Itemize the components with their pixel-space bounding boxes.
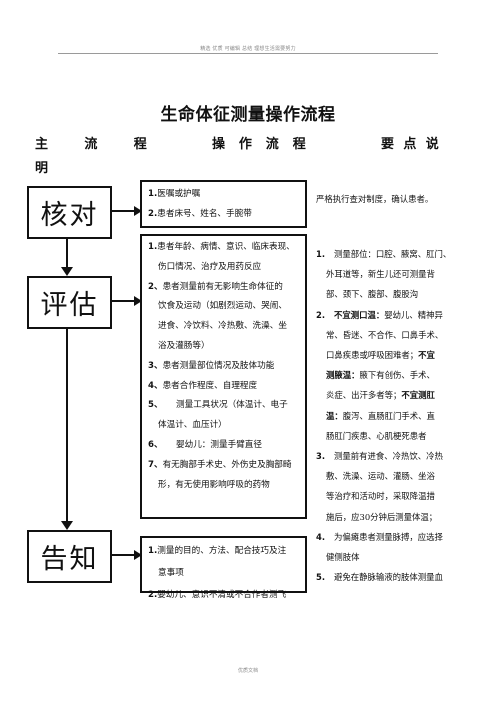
connector-inform-steps [110,554,137,556]
connector-verify-steps [110,210,137,212]
flow-box-verify: 核对 [27,186,112,239]
keypoint-continuation: 外耳道等，新生儿还可测量背 [326,269,435,280]
list-item-continuation: 形，有无使用影响呼吸的药物 [158,479,270,490]
keypoint-item: 4.为偏瘫患者测量脉搏，应选择 [316,531,443,542]
keypoint-continuation: 温：腹泻、直肠肛门手术、直 [326,410,435,421]
list-item-continuation: 意事项 [158,568,184,578]
keypoint-continuation: 测腋温：腋下有创伤、手术、 [326,370,435,381]
right-arrow-icon [134,550,142,560]
page-header-text: 精选 优质 可编辑 总结 理想生活需要努力 [200,46,296,52]
list-item: 1.测量的目的、方法、配合技巧及注 [148,546,287,556]
assess-steps-box: 1.患者年龄、病情、意识、临床表现、 伤口情况、治疗及用药反应 2、患者测量前有… [140,234,307,519]
document-title: 生命体征测量操作流程 [160,105,336,125]
column-heading-main: 主流程 [35,137,147,152]
list-item-continuation: 进食、冷饮料、冷热敷、洗澡、坐 [158,321,287,332]
list-item: 3、患者测量部位情况及肢体功能 [148,360,275,371]
verify-note: 严格执行查对制度，确认患者。 [316,194,434,204]
keypoint-continuation: 肠肛门疾患、心肌梗死患者 [326,430,427,441]
down-arrow-icon [61,521,73,530]
keypoint-item: 1.测量部位：口腔、腋窝、肛门、 [316,249,452,259]
list-item: 2、患者测量前有无影响生命体征的 [148,281,283,292]
list-item: 6、婴幼儿：测量手臂直径 [148,439,262,450]
keypoint-item: 2.不宜测口温：婴幼儿、精神异 [316,309,443,320]
flow-box-inform: 告知 [27,530,112,583]
list-item-continuation: 体温计、血压计） [158,420,227,431]
list-item: 5、测量工具状况（体温计、电子 [148,400,288,411]
keypoint-continuation: 炎症、出汗多者等；不宜测肛 [326,390,435,401]
header-rule [58,53,438,54]
keypoint-continuation: 健侧肢体 [326,552,360,563]
keypoint-continuation: 敷、洗澡、运动、灌肠、坐浴 [326,471,435,482]
keypoint-continuation: 等治疗和活动时，采取降温措 [326,491,435,502]
keypoint-continuation: 口鼻疾患或呼吸困难者；不宜 [326,350,435,361]
keypoint-item: 3.测量前有进食、冷热饮、冷热 [316,451,443,462]
inform-steps-box: 1.测量的目的、方法、配合技巧及注 意事项 2.婴幼儿、意识不清或不合作者测飞 [140,536,307,600]
keypoint-continuation: 部、颈下、腹部、腹股沟 [326,289,419,300]
down-arrow-icon [61,267,73,276]
right-arrow-icon [134,296,142,306]
list-item: 4、患者合作程度、自理程度 [148,380,258,391]
verify-steps-box: 1.医嘱或护嘱 2.患者床号、姓名、手腕带 [140,180,307,228]
keypoint-item: 5.避免在静脉输液的肢体测量血 [316,572,443,583]
keypoint-continuation: 施后，应30分钟后测量体温； [326,511,438,522]
flow-connector-1 [66,238,68,268]
right-arrow-icon [134,206,142,216]
flow-box-assess: 评估 [27,276,112,329]
list-item-continuation: 饮食及运动（如剧烈运动、哭闹、 [158,301,287,312]
list-item: 1.患者年龄、病情、意识、临床表现、 [148,242,295,252]
list-item-continuation: 浴及灌肠等） [158,340,210,351]
column-heading-main-tail: 明 [35,161,49,176]
column-heading-keypoints: 要点说 [381,137,439,152]
list-item: 2.患者床号、姓名、手腕带 [148,209,252,219]
column-heading-operation: 操作流程 [212,137,306,152]
page-footer-text: 优质文档 [237,668,258,674]
flow-connector-2 [66,328,68,522]
list-item: 7、有无胸部手术史、外伤史及胸部畸 [148,459,292,470]
keypoints-column: 1.测量部位：口腔、腋窝、肛门、 外耳道等，新生儿还可测量背 部、颈下、腹部、腹… [316,244,462,587]
list-item: 2.婴幼儿、意识不清或不合作者测飞 [148,590,287,600]
connector-assess-steps [110,300,137,302]
keypoint-continuation: 常、昏迷、不合作、口鼻手术、 [326,329,444,340]
list-item: 1.医嘱或护嘱 [148,189,201,199]
list-item-continuation: 伤口情况、治疗及用药反应 [158,261,262,272]
